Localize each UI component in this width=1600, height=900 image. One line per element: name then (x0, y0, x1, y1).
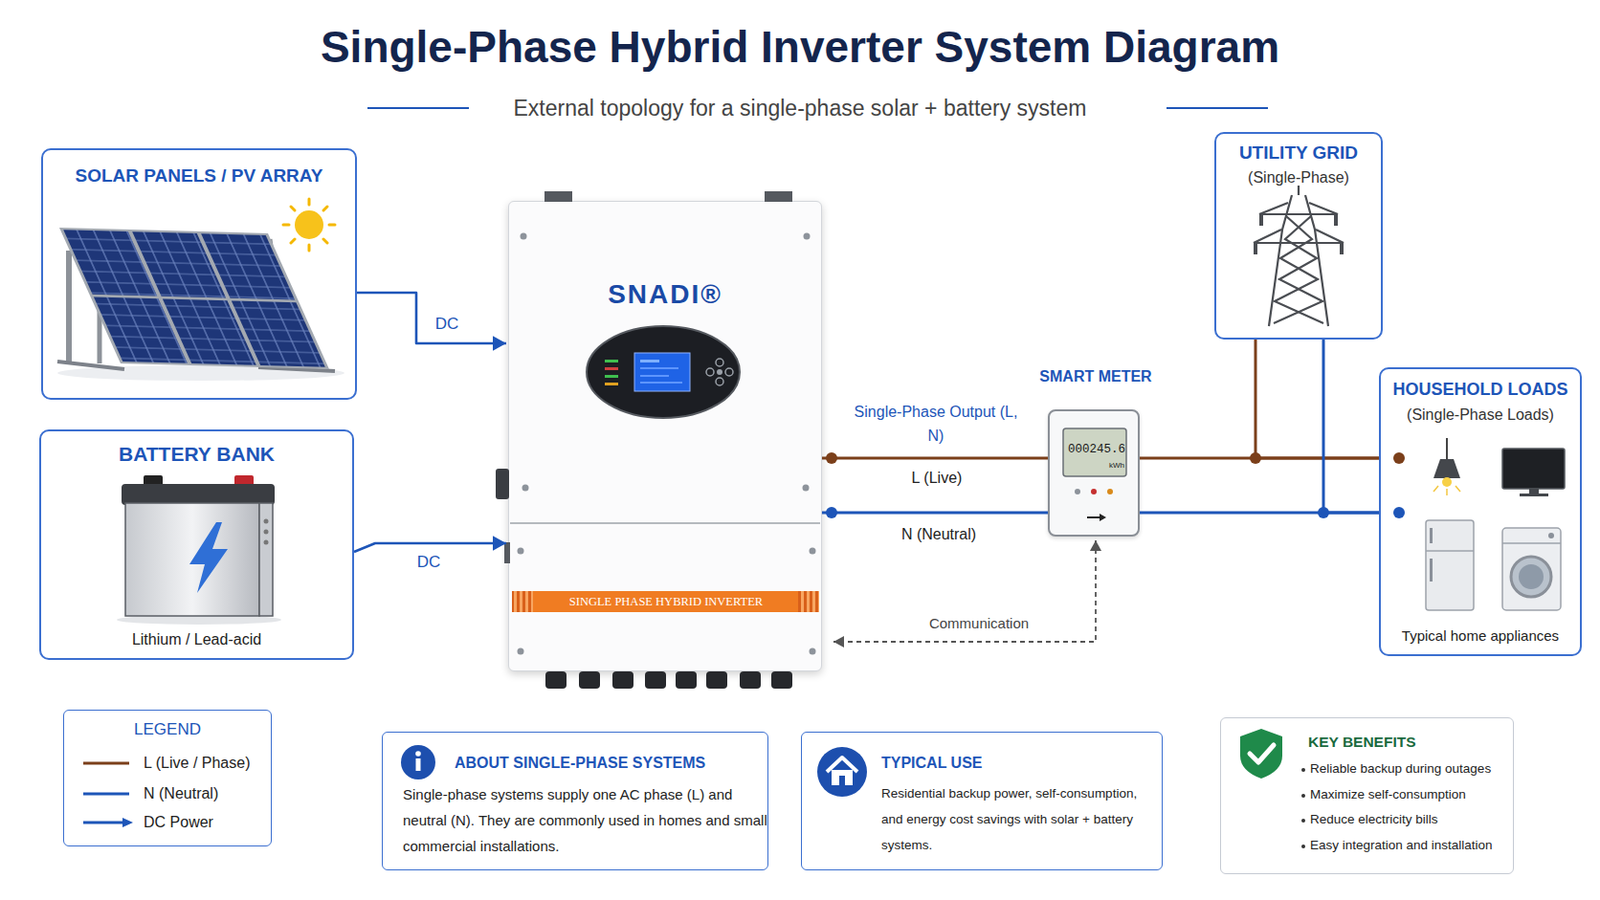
card-heading: KEY BENEFITS (1308, 733, 1500, 753)
title: Single-Phase Hybrid Inverter System Diag… (0, 21, 1600, 74)
pv-array-box: SOLAR PANELS / PV ARRAY (41, 148, 357, 400)
inverter-illustration-part (495, 468, 510, 500)
legend-heading: LEGEND (64, 720, 271, 740)
benefit-item: Reliable backup during outages (1310, 761, 1491, 778)
bullet-dot (1301, 844, 1306, 849)
inverter-illustration-part-part (545, 671, 567, 689)
legend-line (83, 762, 130, 766)
meter-unit: kWh (1065, 461, 1125, 471)
inverter-illustration-part-part (739, 671, 761, 689)
benefit-item: Easy integration and installation (1310, 838, 1493, 854)
neutral-wire (822, 511, 1048, 515)
bullet-dot (1301, 768, 1306, 773)
legend-line (83, 793, 130, 797)
bullet-dot (1301, 819, 1306, 823)
legend-sample (81, 815, 135, 831)
junction-dot (825, 507, 838, 519)
inverter-illustration-part-part (771, 671, 793, 689)
legend-line (83, 822, 124, 825)
neutral-wire (1139, 511, 1379, 515)
edge-label: DC (333, 553, 525, 573)
box-heading: BATTERY BANK (41, 442, 353, 467)
inverter-illustration-part-part (675, 671, 697, 689)
subtitle: External topology for a single-phase sol… (0, 95, 1600, 123)
junction-dot (1317, 507, 1330, 519)
junction-dot (1249, 452, 1262, 465)
edge-label: L (Live) (841, 468, 1033, 489)
legend-box: LEGEND L (Live / Phase) N (Neutral) DC Powe… (63, 710, 272, 847)
benefits-card: KEY BENEFITS Reliable backup during outag… (1220, 717, 1514, 875)
comm-link (833, 540, 1096, 643)
rule-line (1166, 107, 1268, 110)
edge-label: N (Neutral) (843, 525, 1035, 545)
live-wire (822, 457, 1048, 461)
legend-text: DC Power (143, 813, 214, 833)
arrow-head (492, 535, 507, 551)
smart-meter: SMART METER000245.6kWh (1047, 409, 1140, 537)
box-heading: UTILITY GRID (1216, 142, 1381, 165)
junction-dot (825, 452, 838, 465)
legend-text: N (Neutral) (143, 784, 219, 804)
neutral-wire (1323, 339, 1379, 513)
legend-sample (81, 786, 135, 802)
benefit-item: Reduce electricity bills (1310, 812, 1439, 828)
inverter-illustration-part-part (578, 671, 600, 689)
box-heading: SOLAR PANELS / PV ARRAY (43, 165, 356, 188)
dc-arrow (354, 543, 507, 553)
appliance-caption: Typical home appliances (1380, 627, 1580, 645)
legend-text: L (Live / Phase) (143, 754, 250, 774)
card-heading: ABOUT SINGLE-PHASE SYSTEMS (454, 754, 761, 773)
info-card: TYPICAL USE Residential backup power, sel… (800, 732, 1163, 871)
box-subheading: (Single-Phase) (1216, 168, 1381, 187)
live-wire (1255, 339, 1379, 459)
benefit-item: Maximize self-consumption (1310, 787, 1467, 803)
rule-line (367, 107, 469, 110)
arrow-head (833, 636, 845, 648)
inverter-illustration-part-part (706, 671, 728, 689)
bullet-dot (1301, 794, 1306, 799)
arrow-head (492, 335, 507, 351)
card-body: Single-phase systems supply one AC phase… (402, 781, 769, 860)
legend-sample (81, 755, 135, 772)
output-label: Single-Phase Output (L, N) (844, 400, 1027, 448)
battery-types: Lithium / Lead-acid (41, 630, 353, 649)
legend-arrow-head (122, 818, 134, 828)
box-heading: HOUSEHOLD LOADS (1380, 379, 1580, 401)
grid-box: UTILITY GRID (Single-Phase) (1214, 132, 1383, 340)
dc-arrow (356, 292, 507, 344)
live-wire (1139, 457, 1379, 461)
battery-box: BATTERY BANK Lithium / Lead-acid (39, 429, 355, 661)
inverter-unit: SNADI® SINGLE PHASE HYBRID INVERTER (508, 200, 823, 672)
box-subheading: (Single-Phase Loads) (1380, 405, 1580, 424)
loads-box: HOUSEHOLD LOADS (Single-Phase Loads) Typic… (1378, 367, 1582, 657)
edge-label: Communication (883, 614, 1075, 634)
brand-logo: SNADI® (509, 278, 822, 312)
meter-heading: SMART METER (1001, 367, 1190, 386)
arrow-head (1089, 540, 1102, 552)
info-card: ABOUT SINGLE-PHASE SYSTEMS Single-phase s… (381, 732, 769, 871)
card-body: Residential backup power, self-consumpti… (881, 780, 1161, 859)
inverter-illustration-part-part (644, 671, 667, 689)
inverter-illustration-part (545, 671, 793, 689)
meter-reading: 000245.6 (1065, 443, 1129, 458)
card-heading: TYPICAL USE (881, 754, 1150, 773)
band-text: SINGLE PHASE HYBRID INVERTER (512, 593, 820, 611)
inverter-illustration-part-part (612, 671, 634, 689)
edge-label: DC (351, 314, 543, 334)
